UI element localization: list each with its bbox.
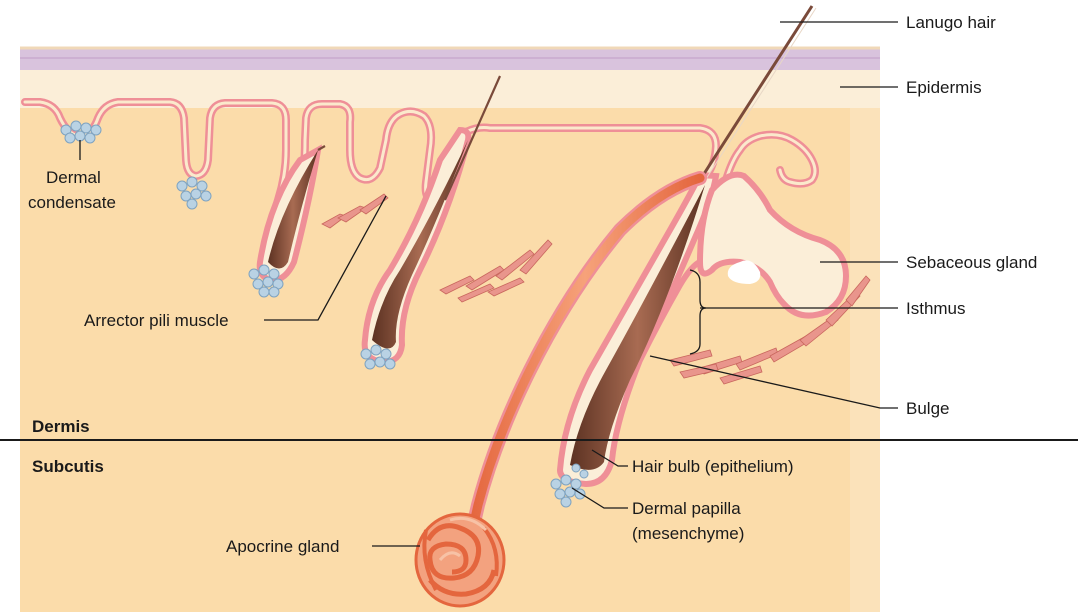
label-sebaceous-gland: Sebaceous gland	[906, 253, 1037, 272]
label-hair-bulb: Hair bulb (epithelium)	[632, 457, 794, 476]
label-dermal-condensate-line2: condensate	[28, 193, 116, 212]
label-epidermis: Epidermis	[906, 78, 982, 97]
stratum-corneum	[20, 48, 880, 70]
label-dermal-condensate-line1b: Dermal	[46, 168, 101, 187]
label-bulge: Bulge	[906, 399, 949, 418]
label-dermis: Dermis	[32, 417, 90, 436]
label-dermal-papilla-line2: (mesenchyme)	[632, 524, 744, 543]
label-arrector-pili-muscle: Arrector pili muscle	[84, 311, 229, 330]
label-isthmus: Isthmus	[906, 299, 966, 318]
label-dermal-papilla-line1: Dermal papilla	[632, 499, 741, 518]
label-lanugo-hair: Lanugo hair	[906, 13, 996, 32]
label-subcutis: Subcutis	[32, 457, 104, 476]
label-apocrine-gland: Apocrine gland	[226, 537, 339, 556]
apocrine-gland-coil	[416, 514, 504, 606]
